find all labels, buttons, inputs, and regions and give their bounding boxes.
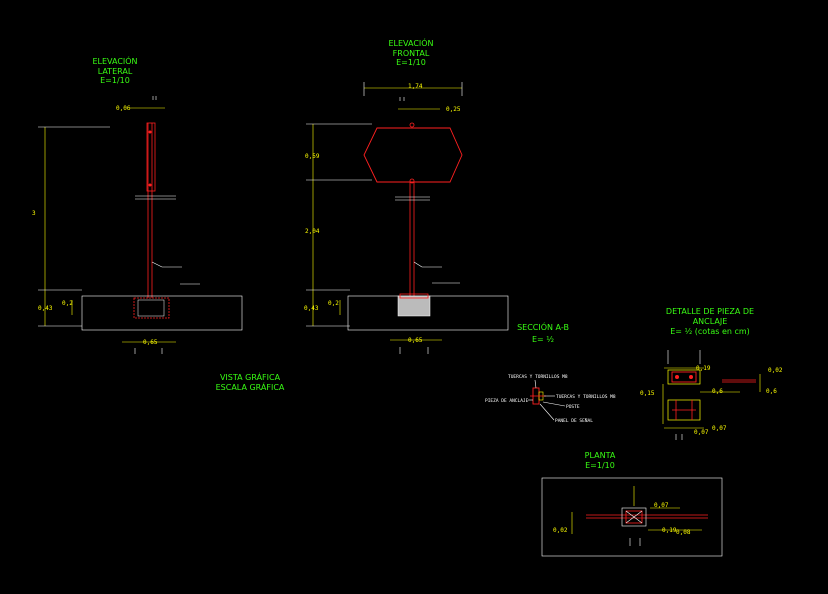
plan-dim-a: 0,07: [654, 502, 669, 509]
label-tuercas-2: TUERCAS Y TORNILLOS M8: [556, 394, 616, 400]
vista-title-2: ESCALA GRÁFICA: [216, 381, 285, 392]
planta-title-1: PLANTA: [585, 451, 616, 460]
lateral-dim-base: 0,43: [38, 305, 53, 312]
frontal-title-1: ELEVACIÓN: [388, 37, 433, 48]
seccion-title-2: E= ½: [532, 335, 554, 344]
frontal-dim-embed: 0,2: [328, 300, 339, 307]
label-poste: POSTE: [566, 404, 580, 410]
frontal-dim-post: 2,04: [305, 228, 320, 235]
lateral-elevation: ELEVACIÓN LATERAL E=1/10 0,06 3 0,43 0,2: [32, 55, 243, 354]
label-tuercas-1: TUERCAS Y TORNILLOS M8: [508, 374, 568, 380]
frontal-title-2: FRONTAL: [393, 49, 430, 58]
detail-dim-d: 0,07: [694, 429, 709, 436]
detail-dim-f: 0,02: [768, 367, 783, 374]
plan-dim-b: 0,02: [553, 527, 568, 534]
frontal-dim-right: 0,25: [446, 106, 461, 113]
detalle-title-2: ANCLAJE: [693, 317, 728, 326]
plan-dim-c: 0,19: [662, 527, 677, 534]
detalle-title-3: E= ½ (cotas en cm): [670, 327, 750, 336]
lateral-title-2: LATERAL: [98, 67, 133, 76]
detalle-title-1: DETALLE DE PIEZA DE: [666, 307, 754, 316]
detail-dim-b: 0,15: [640, 390, 655, 397]
frontal-dim-base: 0,43: [304, 305, 319, 312]
frontal-dim-width-base: 0,65: [408, 337, 423, 344]
lateral-dim-embed: 0,2: [62, 300, 73, 307]
detail-dim-c: 0,6: [712, 388, 723, 395]
frontal-dim-panel: 0,59: [305, 153, 320, 160]
detail-dim-g: 0,6: [766, 388, 777, 395]
seccion-title-1: SECCIÓN A-B: [517, 321, 569, 332]
section-ab: SECCIÓN A-B E= ½ TUERCAS Y TORNILLOS M8 …: [485, 321, 616, 424]
graphic-view-label: VISTA GRÁFICA ESCALA GRÁFICA: [216, 371, 285, 392]
anchor-detail: DETALLE DE PIEZA DE ANCLAJE E= ½ (cotas …: [640, 307, 783, 440]
label-pieza: PIEZA DE ANCLAJE: [485, 398, 529, 404]
detail-dim-e: 0,07: [712, 425, 727, 432]
label-panel: PANEL DE SEÑAL: [555, 417, 593, 424]
detail-dim-a: 0,19: [696, 365, 711, 372]
vista-title-1: VISTA GRÁFICA: [220, 371, 281, 382]
planta-title-2: E=1/10: [585, 461, 615, 470]
frontal-dim-width: 1,74: [408, 83, 423, 90]
lateral-title-1: ELEVACIÓN: [92, 55, 137, 66]
plan-dim-d: 0,08: [676, 529, 691, 536]
frontal-title-3: E=1/10: [396, 58, 426, 67]
lateral-dim-top: 0,06: [116, 105, 131, 112]
plan-view: PLANTA E=1/10 0,07 0,02 0,19 0,08: [541, 451, 723, 557]
frontal-elevation: ELEVACIÓN FRONTAL E=1/10 1,74 0,25 0,59 …: [304, 37, 509, 354]
lateral-dim-width: 0,65: [143, 339, 158, 346]
lateral-dim-height: 3: [32, 210, 36, 217]
lateral-title-3: E=1/10: [100, 76, 130, 85]
